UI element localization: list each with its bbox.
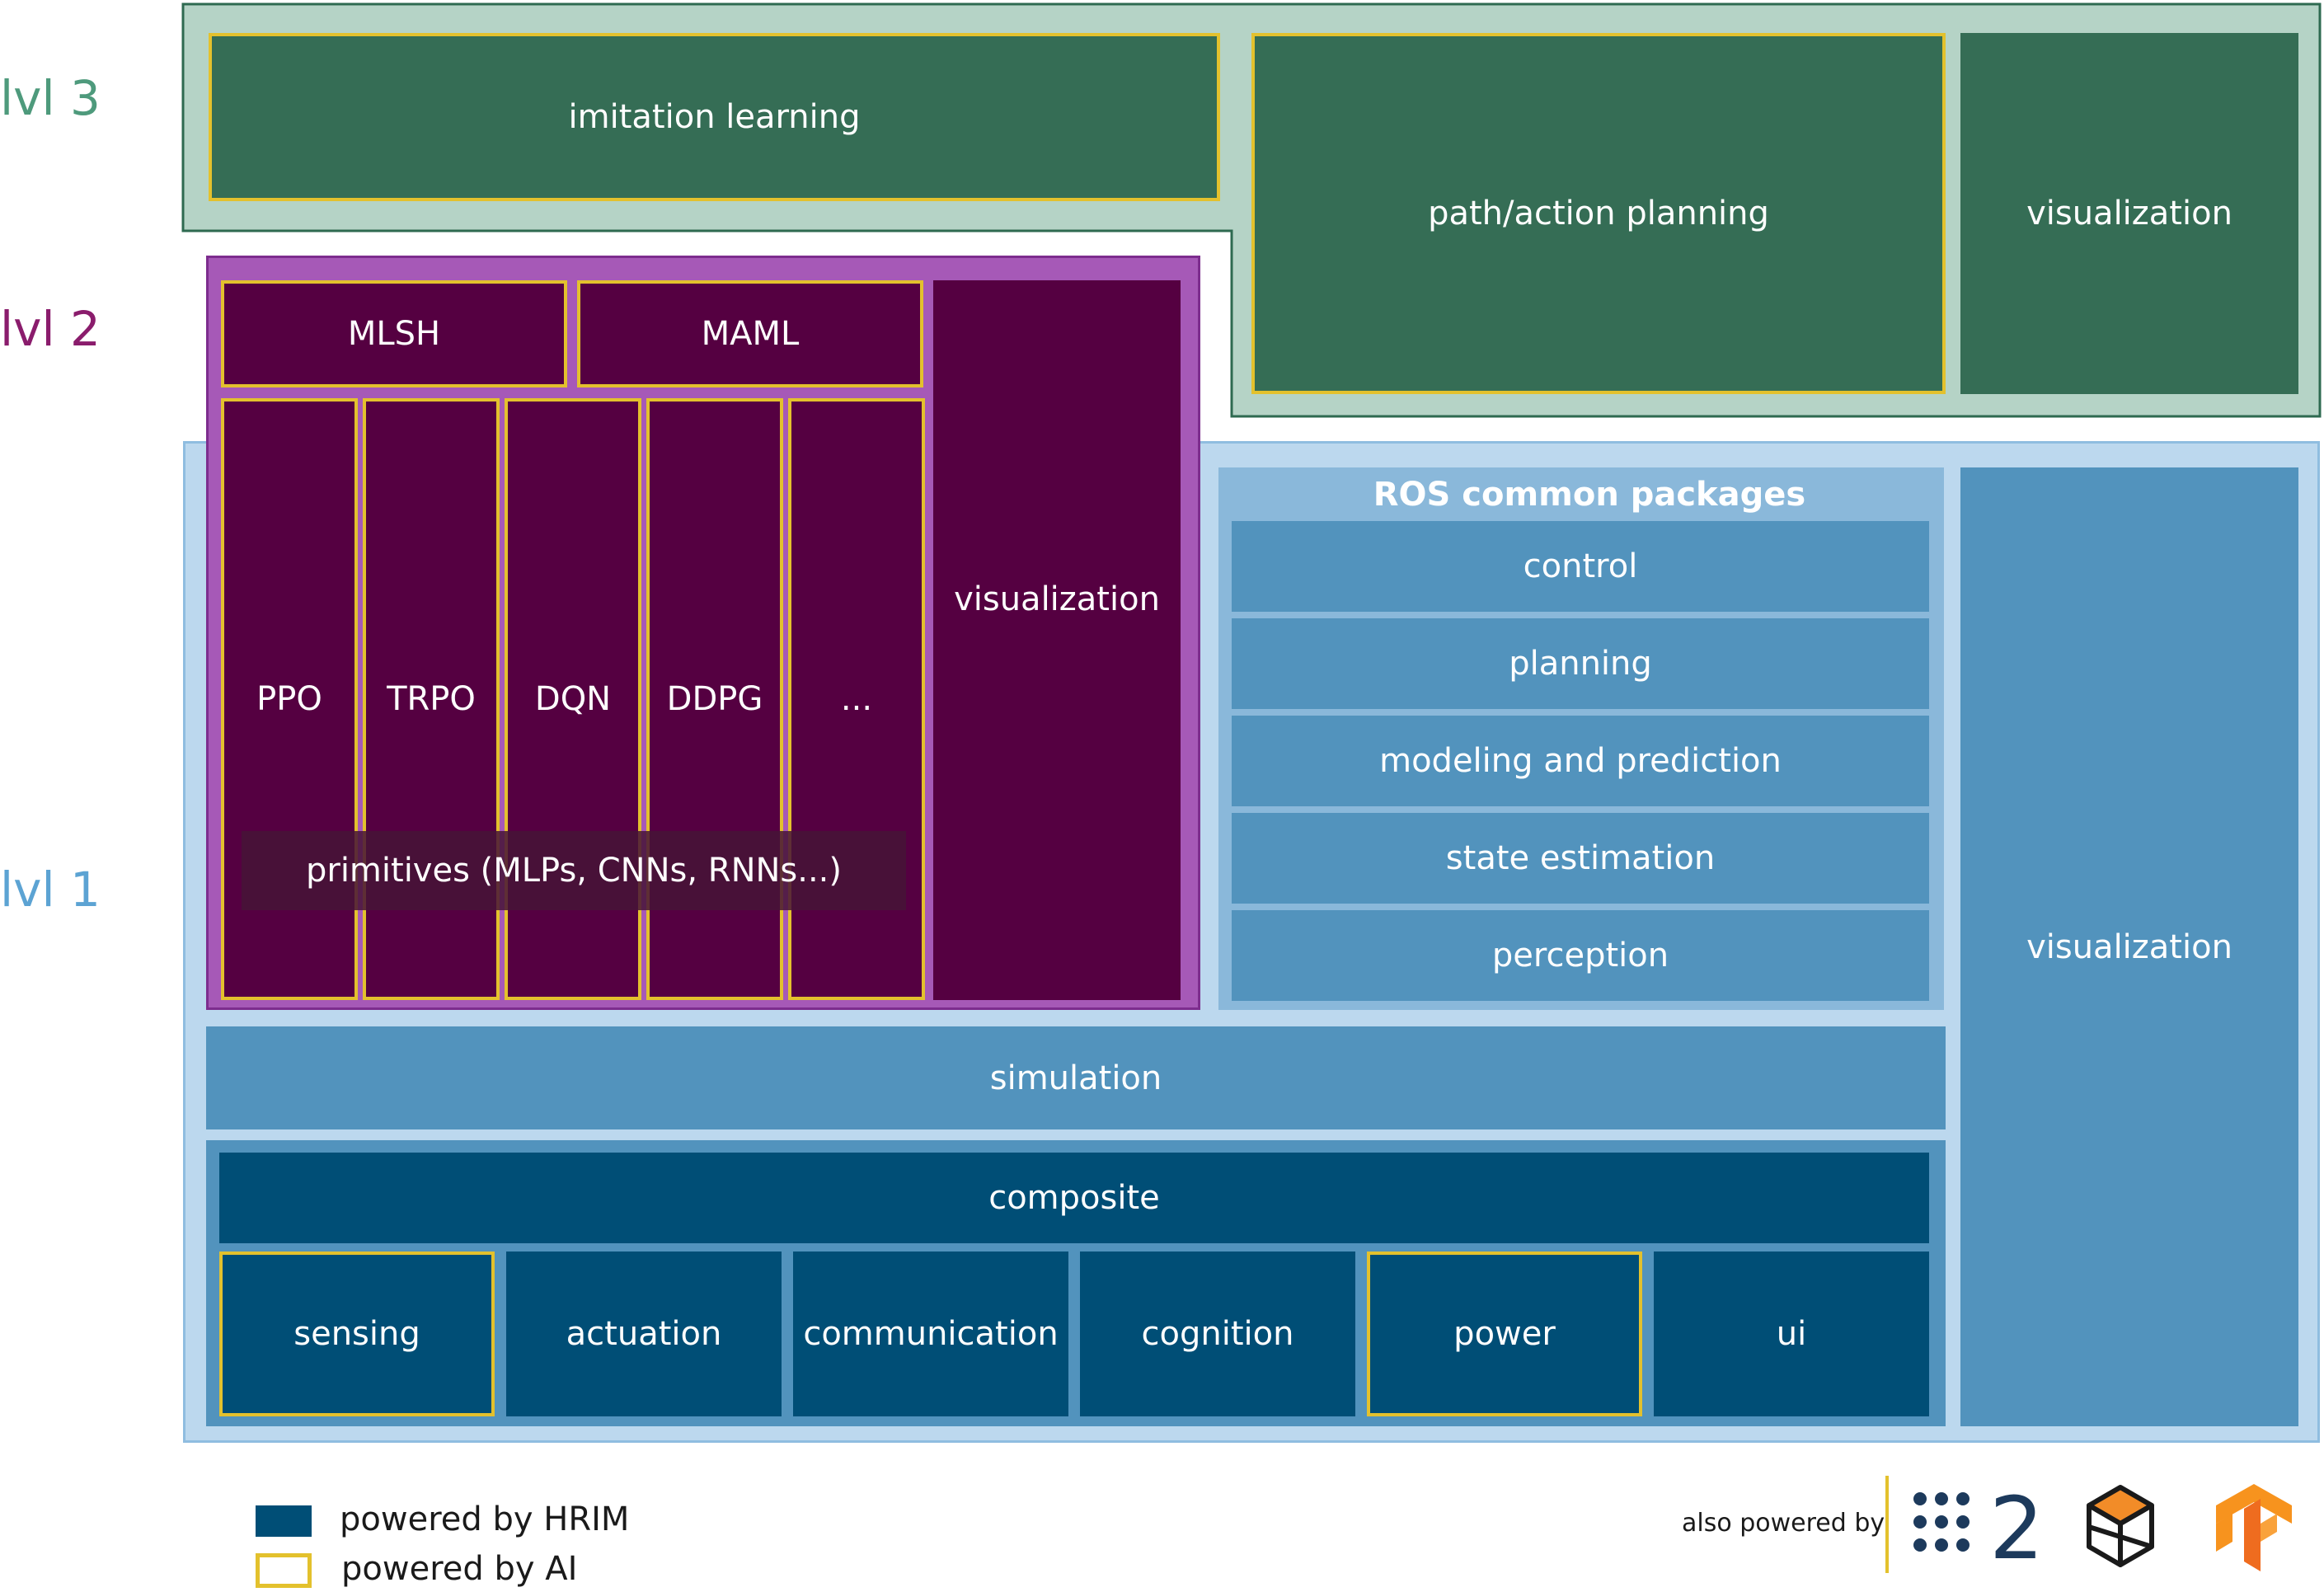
component-label: ui xyxy=(1776,1315,1807,1353)
component-ui: ui xyxy=(1654,1252,1929,1416)
level-2-label: lvl 2 xyxy=(0,301,101,357)
ros-packages-title: ROS common packages xyxy=(1373,476,1806,514)
lvl1-visualization-label: visualization xyxy=(2026,927,2232,966)
maml-label: MAML xyxy=(701,315,800,353)
level-1-label: lvl 1 xyxy=(0,862,101,918)
ros-package-label: planning xyxy=(1509,645,1652,683)
composite-label: composite xyxy=(988,1179,1160,1217)
ros-package-label: modeling and prediction xyxy=(1379,742,1782,780)
component-label: power xyxy=(1453,1315,1556,1353)
component-label: cognition xyxy=(1141,1315,1294,1353)
component-label: communication xyxy=(803,1315,1059,1353)
ros2-numeral: 2 xyxy=(1989,1484,2044,1566)
imitation-learning-box: imitation learning xyxy=(209,33,1220,201)
component-power: power xyxy=(1367,1252,1642,1416)
component-sensing: sensing xyxy=(219,1252,495,1416)
legend-ai-swatch xyxy=(256,1553,312,1588)
footer-divider xyxy=(1885,1476,1889,1573)
legend-hrim-label: powered by HRIM xyxy=(340,1500,630,1538)
ros-package-label: state estimation xyxy=(1445,839,1716,877)
path-action-planning-box: path/action planning xyxy=(1251,33,1946,394)
lvl3-visualization-label: visualization xyxy=(2026,195,2232,232)
component-communication: communication xyxy=(793,1252,1068,1416)
path-action-planning-label: path/action planning xyxy=(1428,195,1769,232)
component-label: sensing xyxy=(293,1315,420,1353)
simulation-label: simulation xyxy=(989,1059,1162,1097)
lvl2-visualization-box: visualization xyxy=(933,280,1181,1000)
component-actuation: actuation xyxy=(506,1252,782,1416)
algorithm-label: DQN xyxy=(534,680,612,718)
component-label: actuation xyxy=(566,1315,722,1353)
lvl1-visualization-box: visualization xyxy=(1960,467,2298,1426)
ros-package-modeling: modeling and prediction xyxy=(1232,716,1929,806)
legend-hrim-swatch xyxy=(256,1505,312,1537)
simulation-box: simulation xyxy=(206,1026,1946,1129)
imitation-learning-label: imitation learning xyxy=(568,98,861,136)
composite-box: composite xyxy=(219,1153,1929,1243)
mlsh-box: MLSH xyxy=(221,280,567,387)
component-cognition: cognition xyxy=(1080,1252,1355,1416)
maml-box: MAML xyxy=(577,280,923,387)
ros2-logo-icon: 2 xyxy=(1913,1484,2044,1566)
also-powered-by-label: also powered by xyxy=(1682,1509,1885,1538)
ros-package-perception: perception xyxy=(1232,910,1929,1001)
ros-package-state-estimation: state estimation xyxy=(1232,813,1929,904)
tensorflow-logo-icon xyxy=(2216,1484,2292,1571)
ros-package-label: control xyxy=(1523,547,1638,585)
ros-package-label: perception xyxy=(1491,937,1669,974)
legend-ai-label: powered by AI xyxy=(341,1550,578,1588)
gazebo-logo-icon xyxy=(2087,1485,2154,1567)
algorithm-label: DDPG xyxy=(666,680,763,718)
algorithm-label: TRPO xyxy=(387,680,476,718)
ros-package-planning: planning xyxy=(1232,618,1929,709)
lvl2-visualization-label: visualization xyxy=(954,580,1160,618)
primitives-box: primitives (MLPs, CNNs, RNNs...) xyxy=(242,831,906,910)
ros-package-control: control xyxy=(1232,521,1929,612)
mlsh-label: MLSH xyxy=(347,315,441,353)
level-3-label: lvl 3 xyxy=(0,70,101,126)
algorithm-label: PPO xyxy=(256,680,322,718)
lvl3-visualization-box: visualization xyxy=(1960,33,2298,394)
primitives-label: primitives (MLPs, CNNs, RNNs...) xyxy=(305,852,843,890)
algorithm-label: ... xyxy=(840,680,873,718)
